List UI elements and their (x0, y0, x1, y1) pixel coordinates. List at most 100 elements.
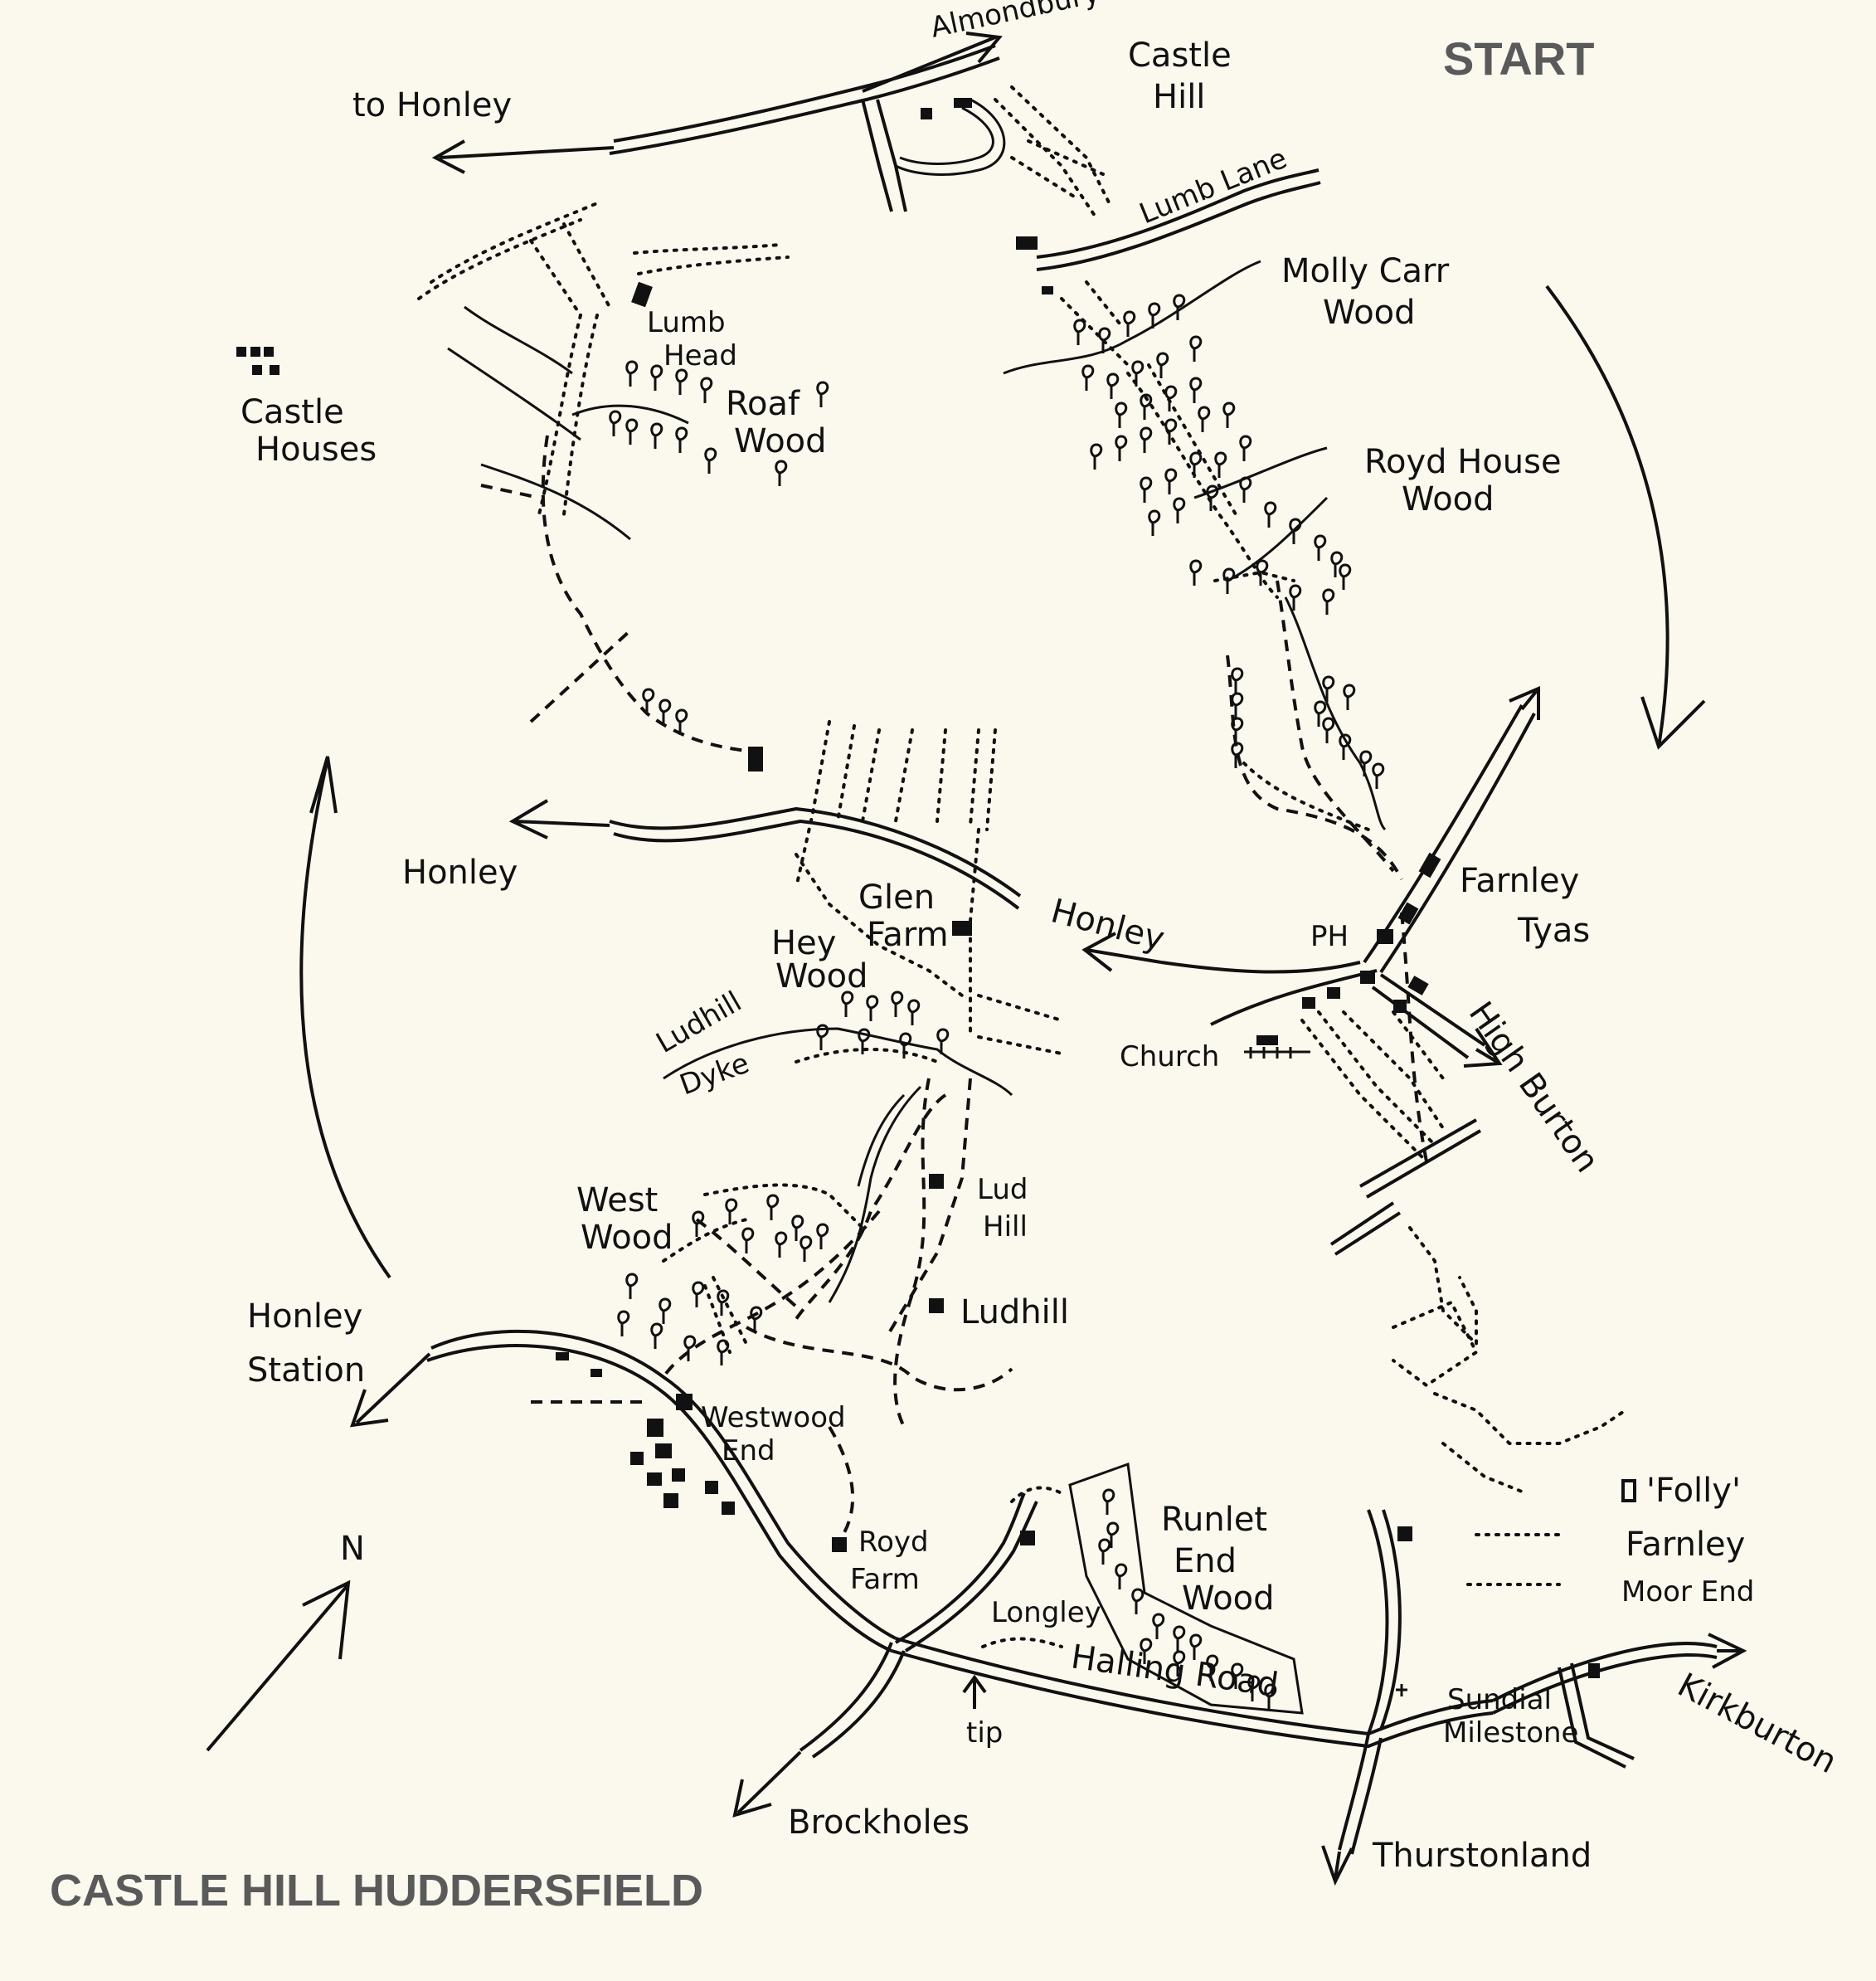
tree-icon (1189, 377, 1203, 403)
tree-icon (936, 1028, 950, 1054)
tree-icon (1206, 484, 1219, 511)
label-lud-hill-2: Hill (983, 1210, 1028, 1244)
tree-icon (650, 364, 663, 391)
tree-icon (1098, 1538, 1111, 1565)
label-westwood-end-1: Westwood (701, 1401, 846, 1434)
tree-icon (1173, 294, 1186, 320)
tree-icon (725, 1198, 738, 1224)
tree-icon (1140, 476, 1153, 503)
label-castle-houses-2: Houses (255, 431, 377, 469)
tree-icon (1314, 534, 1327, 561)
label-halling-road: Halling Road (1069, 1638, 1281, 1705)
label-lumb-head-2: Head (663, 339, 737, 372)
label-folly: 'Folly' (1646, 1472, 1741, 1510)
label-thurstonland: Thurstonland (1372, 1837, 1592, 1875)
arrow-kirkburton (1708, 1633, 1747, 1669)
tree-icon (609, 410, 622, 436)
folly-symbol (1621, 1479, 1636, 1502)
label-tip: tip (966, 1716, 1003, 1750)
tree-icon (1264, 501, 1277, 528)
royd-farm-building (832, 1537, 847, 1552)
label-roaf-wood-2: Wood (734, 422, 827, 460)
label-kirkburton: Kirkburton (1671, 1666, 1843, 1781)
label-hey-wood-1: Hey (771, 924, 836, 962)
direction-arrows (206, 32, 1747, 1886)
tree-icon (1189, 451, 1203, 478)
label-honley-station-2: Station (247, 1351, 365, 1390)
tree-icon (1164, 418, 1178, 445)
field-boundaries (417, 85, 1627, 1648)
map-caption: CASTLE HILL HUDDERSFIELD (50, 1866, 704, 1915)
label-honley-station-1: Honley (247, 1297, 362, 1336)
tree-icon (1123, 310, 1136, 337)
tree-icon (841, 990, 854, 1017)
tree-icon (1339, 733, 1352, 760)
tree-icon (650, 1322, 663, 1349)
tree-icon (1173, 1650, 1186, 1677)
label-ludhill-dyke-1: Ludhill (651, 985, 747, 1059)
tree-icon (866, 995, 879, 1021)
label-farnley-1: Farnley (1460, 862, 1579, 900)
label-runlet-3: Wood (1182, 1579, 1275, 1618)
label-longley: Longley (991, 1596, 1101, 1629)
tree-symbols (609, 294, 1385, 1710)
tree-icon (1115, 402, 1128, 428)
tree-icon (1115, 435, 1128, 461)
label-honley-right: Honley (1047, 892, 1168, 958)
arrow-almondbury (862, 32, 1003, 93)
label-ph: PH (1310, 920, 1349, 953)
tree-icon (1073, 319, 1086, 345)
label-church: Church (1120, 1040, 1219, 1073)
tree-icon (1156, 352, 1169, 378)
tree-icon (1106, 1521, 1120, 1548)
tree-icon (1148, 302, 1161, 329)
tree-icon (1140, 426, 1153, 453)
tree-icon (717, 1289, 730, 1316)
label-lumb-head-1: Lumb (647, 306, 726, 339)
north-arrow (206, 1579, 351, 1752)
tree-icon (1198, 406, 1211, 432)
tree-icon (625, 418, 639, 445)
label-honley-middle: Honley (402, 854, 518, 892)
label-castle-hill-1: Castle (1128, 37, 1232, 75)
tree-icon (1314, 700, 1327, 727)
tree-icon (899, 1032, 912, 1059)
label-glen-farm-1: Glen (858, 879, 935, 917)
tree-icon (1330, 551, 1344, 577)
tree-icon (775, 1231, 788, 1258)
arrow-thurstonland (1321, 1845, 1354, 1886)
buildings (236, 98, 1636, 1696)
tree-icon (1164, 468, 1178, 494)
label-glen-farm-2: Farm (867, 916, 949, 954)
place-labels: Almondbury Castle Hill to Honley Lumb La… (241, 0, 1843, 1875)
tree-icon (625, 1273, 639, 1299)
tree-icon (1189, 1633, 1203, 1660)
tree-icon (775, 460, 788, 486)
label-brockholes: Brockholes (788, 1803, 970, 1842)
tree-icon (816, 1223, 829, 1249)
arrow-honley-station (350, 1352, 431, 1428)
tree-icon (1322, 675, 1335, 702)
label-westwood-end-2: End (722, 1434, 775, 1467)
church-cross-row (1244, 1047, 1310, 1059)
label-ludhill: Ludhill (960, 1293, 1069, 1331)
tree-icon (1189, 335, 1203, 362)
label-almondbury: Almondbury (928, 0, 1103, 45)
tree-icon (1189, 559, 1203, 586)
road-honley-station (430, 1329, 897, 1640)
tree-icon (766, 1194, 780, 1220)
tree-icon (750, 1306, 763, 1332)
label-to-honley: to Honley (352, 86, 512, 124)
road-halling-road (895, 1637, 1494, 1736)
tree-icon (1206, 1654, 1219, 1681)
label-molly-carr-2: Wood (1323, 294, 1416, 332)
route-arrow-east (1545, 285, 1706, 750)
tree-icon (1231, 692, 1244, 718)
tree-icon (625, 360, 639, 387)
arrow-to-honley-top (431, 139, 615, 174)
arrow-high-burton (1463, 1027, 1503, 1068)
label-ludhill-dyke-2: Dyke (675, 1047, 753, 1102)
label-farnley-moor-2: Moor End (1621, 1575, 1754, 1609)
westwood-end-building (676, 1394, 693, 1410)
tree-icon (1239, 435, 1252, 461)
